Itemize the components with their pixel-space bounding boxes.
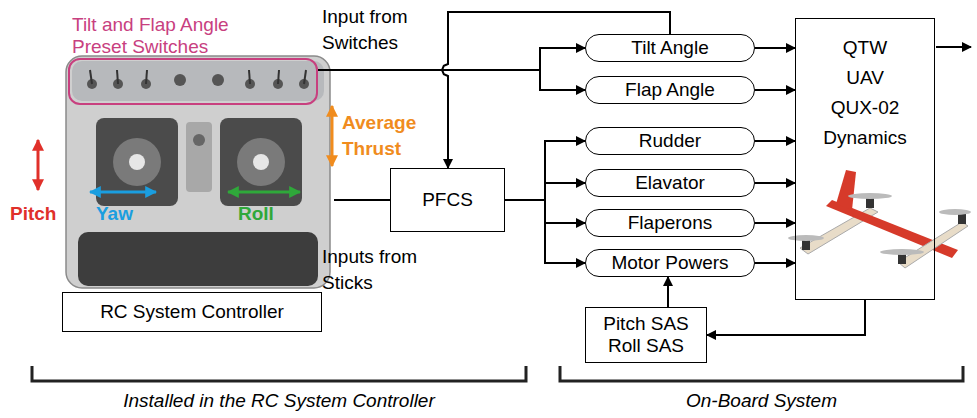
right-gimbal-ring — [237, 138, 285, 186]
annotation-label: Pitch — [10, 203, 56, 225]
connector-arrow — [707, 300, 865, 335]
node-label: Rudder — [639, 130, 701, 152]
connector-arrow — [505, 200, 585, 263]
node-label: PFCS — [422, 189, 473, 211]
roll-arrow — [228, 191, 300, 194]
node-label: Flap Angle — [625, 79, 715, 101]
switch-group: Tilt and Flap Angle Preset Switches — [68, 58, 318, 105]
section-label: Installed in the RC System Controller — [30, 390, 528, 412]
propellers — [788, 193, 971, 255]
annotation-label: Input from Switches — [322, 4, 432, 56]
center-knob — [193, 134, 205, 146]
signal-box: Flap Angle — [585, 76, 755, 104]
node-label: Elavator — [635, 172, 705, 194]
connector-arrow — [667, 277, 669, 307]
right-gimbal — [220, 118, 302, 206]
right-bracket — [560, 366, 963, 381]
annotation-label: Roll — [238, 203, 274, 225]
pitch-arrow — [37, 140, 40, 190]
connector-arrow — [755, 47, 795, 49]
node-label: QTW UAV QUX-02 Dynamics — [810, 33, 920, 153]
annotation-label: Yaw — [96, 203, 133, 225]
transmitter-body — [66, 56, 330, 288]
output-arrow — [936, 46, 971, 48]
signal-box: Motor Powers — [585, 249, 755, 277]
rc-transmitter — [66, 56, 330, 288]
signal-box: Rudder — [585, 127, 755, 155]
connector-arrow — [755, 140, 795, 142]
switch-panel — [72, 61, 324, 101]
annotation-label: Average Thrust — [342, 110, 437, 162]
center-panel — [186, 122, 212, 192]
annotation-label: Inputs from Sticks — [322, 244, 434, 296]
connector-arrow — [505, 141, 585, 200]
dynamics-box: QTW UAV QUX-02 Dynamics — [795, 18, 935, 300]
signal-box: Flaperons — [585, 209, 755, 237]
transmitter-base — [78, 232, 318, 286]
node-label: Tilt and Flap Angle Preset Switches — [72, 14, 267, 58]
connector-arrow — [755, 222, 795, 224]
connector-arrow — [505, 183, 585, 200]
node-label: Tilt Angle — [631, 37, 708, 59]
connector-arrow — [755, 262, 795, 264]
node-label: Pitch SAS Roll SAS — [596, 313, 696, 357]
process-box: RC System Controller — [62, 292, 322, 332]
switch-levers — [90, 70, 306, 84]
yaw-arrow — [90, 191, 156, 194]
connector-arrow — [755, 89, 795, 91]
signal-box: Tilt Angle — [585, 34, 755, 62]
vertical-tail — [836, 170, 856, 210]
section-label: On-Board System — [558, 390, 965, 412]
signal-box: Elavator — [585, 169, 755, 197]
aircraft-picture — [788, 170, 971, 268]
node-label: Motor Powers — [611, 252, 728, 274]
connector-arrow — [755, 182, 795, 184]
left-gimbal-ring — [113, 138, 161, 186]
fuselage — [826, 200, 958, 258]
left-stick — [129, 154, 145, 170]
node-label: Flaperons — [628, 212, 713, 234]
thrust-arrow — [331, 106, 334, 166]
stick-input-wire — [334, 199, 390, 201]
process-box: PFCS — [390, 168, 505, 232]
front-wing — [898, 222, 968, 268]
right-stick — [253, 154, 269, 170]
connector-arrow — [318, 70, 585, 90]
node-label: RC System Controller — [100, 301, 284, 323]
process-box: Pitch SAS Roll SAS — [585, 307, 707, 363]
motors — [802, 198, 966, 264]
toggle-switches — [87, 74, 309, 89]
left-bracket — [32, 366, 526, 381]
